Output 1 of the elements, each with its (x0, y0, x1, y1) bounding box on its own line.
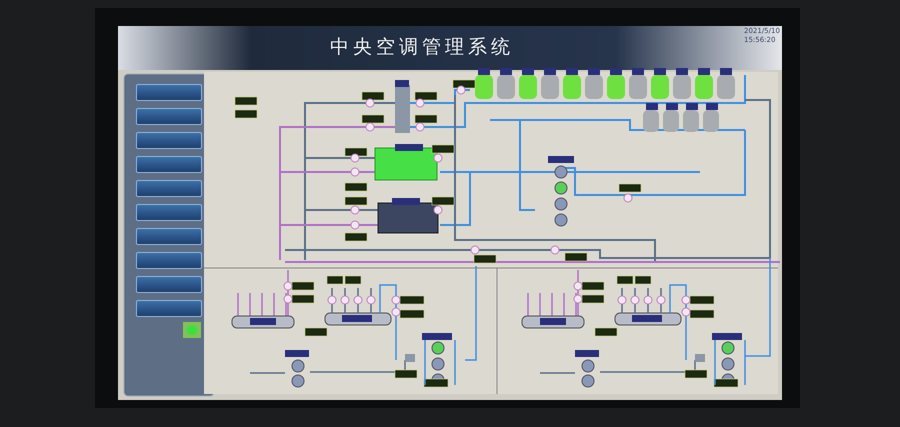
page-title: 中央空调管理系统 (330, 35, 514, 60)
